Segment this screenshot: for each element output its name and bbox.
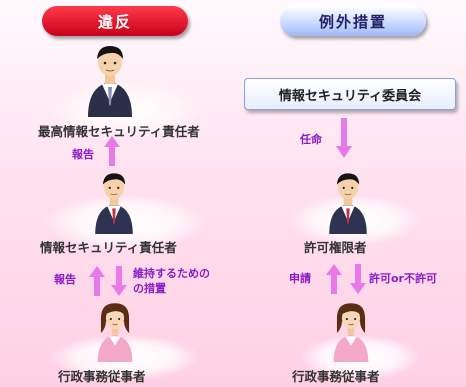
woman-staff-icon — [97, 303, 133, 362]
arrow-down-icon — [350, 264, 366, 294]
measures-note: 維持するための の措置 — [133, 267, 210, 295]
authority-label: 許可権限者 — [304, 240, 367, 255]
arrow-down-icon — [336, 118, 352, 158]
arrow-up-icon — [104, 136, 120, 166]
woman-staff-icon — [333, 303, 369, 362]
exception-header: 例外措置 — [280, 6, 426, 36]
violation-header: 違反 — [42, 6, 188, 36]
apply-note: 申請 — [289, 272, 311, 285]
businessman-icon — [95, 173, 133, 234]
top-role-label: 最高情報セキュリティ責任者 — [38, 124, 200, 139]
appoint-note: 任命 — [300, 133, 322, 146]
arrow-up-icon — [326, 264, 342, 294]
mid-role-label: 情報セキュリティ責任者 — [40, 240, 177, 255]
committee-box: 情報セキュリティ委員会 — [244, 78, 456, 110]
businessman-icon — [329, 173, 367, 234]
right-bottom-role-label: 行政事務従事者 — [292, 369, 380, 384]
arrow-up-icon — [89, 266, 105, 296]
report-note-upper: 報告 — [72, 148, 94, 161]
left-bottom-role-label: 行政事務従事者 — [58, 369, 146, 384]
businessman-icon — [88, 46, 132, 117]
arrow-down-icon — [111, 266, 127, 296]
report-note-lower: 報告 — [54, 273, 76, 286]
decision-note: 許可or不許可 — [369, 272, 437, 285]
